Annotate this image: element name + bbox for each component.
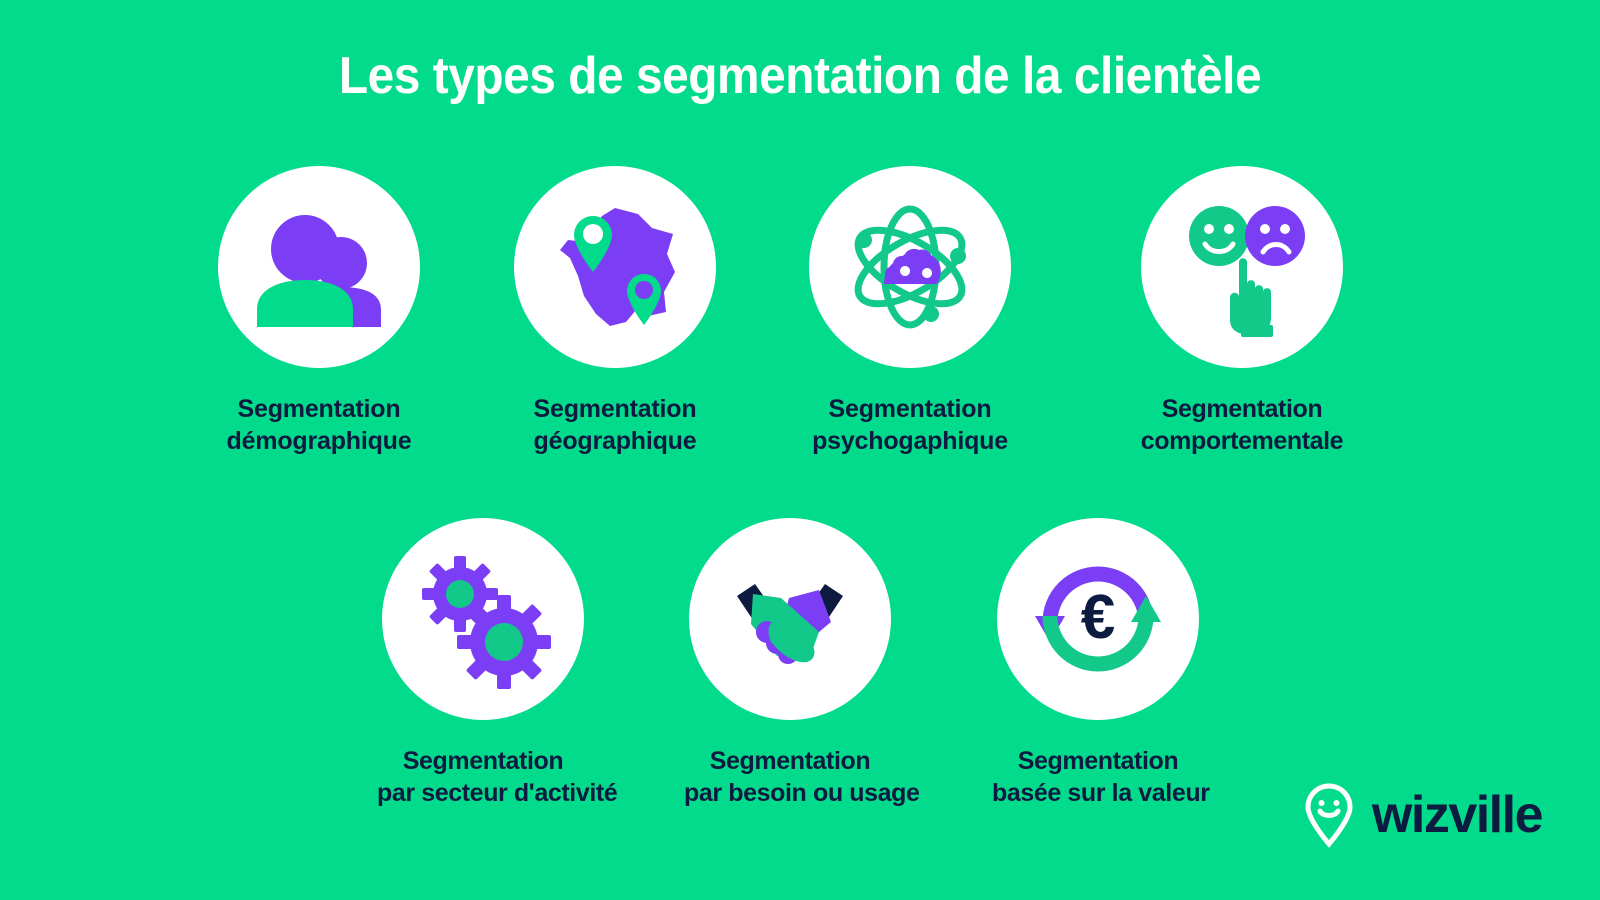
smiley-sad-face-pointing-hand-icon [1189, 206, 1305, 337]
card-label-comportementale: Segmentation comportementale [1136, 394, 1348, 457]
card-segmentation-besoin-usage: Segmentation par besoin ou usage [684, 518, 920, 809]
brand-wordmark: wizville [1371, 786, 1544, 844]
card-label-line1: Segmentation [828, 395, 992, 423]
gears-icon [422, 556, 551, 689]
card-label-line2: basée sur la valeur [992, 778, 1210, 807]
card-label-line1: Segmentation [237, 395, 401, 423]
two-people-icon [257, 215, 381, 327]
icon-circle-psychographique [809, 166, 1011, 368]
card-label-line1: Segmentation [709, 747, 871, 775]
handshake-icon [737, 584, 843, 664]
brand-logo: wizville [1302, 782, 1544, 848]
card-label-secteur: Segmentation par secteur d'activité [377, 746, 618, 809]
icon-circle-demographique [218, 166, 420, 368]
card-label-line2: psychogaphique [812, 426, 1008, 455]
card-label-line2: démographique [226, 426, 412, 455]
card-label-line2: géographique [533, 426, 697, 455]
france-map-pins-icon [560, 208, 675, 326]
icon-circle-valeur: € [997, 518, 1199, 720]
icon-circle-comportementale [1141, 166, 1343, 368]
card-label-line1: Segmentation [1161, 395, 1323, 423]
card-label-line1: Segmentation [533, 395, 697, 423]
card-segmentation-geographique: Segmentation géographique [509, 166, 721, 457]
euro-refresh-arrows-icon: € [1035, 566, 1161, 672]
page-title: Les types de segmentation de la clientèl… [338, 47, 1262, 105]
card-label-line1: Segmentation [402, 747, 564, 775]
card-label-demographique: Segmentation démographique [213, 394, 425, 457]
card-segmentation-psychographique: Segmentation psychogaphique [804, 166, 1016, 457]
card-label-valeur: Segmentation basée sur la valeur [992, 746, 1210, 809]
svg-text:€: € [1081, 583, 1115, 652]
card-label-line2: par besoin ou usage [684, 778, 920, 807]
card-label-line2: comportementale [1140, 426, 1344, 455]
wizville-smiley-pin-icon [1305, 783, 1353, 848]
card-label-psychographique: Segmentation psychogaphique [804, 394, 1016, 457]
icon-circle-secteur [382, 518, 584, 720]
card-segmentation-comportementale: Segmentation comportementale [1136, 166, 1348, 457]
card-segmentation-valeur: € Segmentation basée sur la valeur [992, 518, 1210, 809]
card-label-besoin: Segmentation par besoin ou usage [684, 746, 920, 809]
icon-circle-besoin [689, 518, 891, 720]
atom-brain-icon [854, 205, 966, 329]
card-segmentation-demographique: Segmentation démographique [213, 166, 425, 457]
icon-circle-geographique [514, 166, 716, 368]
card-label-geographique: Segmentation géographique [509, 394, 721, 457]
card-label-line2: par secteur d'activité [377, 778, 618, 807]
card-segmentation-secteur-activite: Segmentation par secteur d'activité [377, 518, 618, 809]
card-label-line1: Segmentation [1017, 747, 1179, 775]
